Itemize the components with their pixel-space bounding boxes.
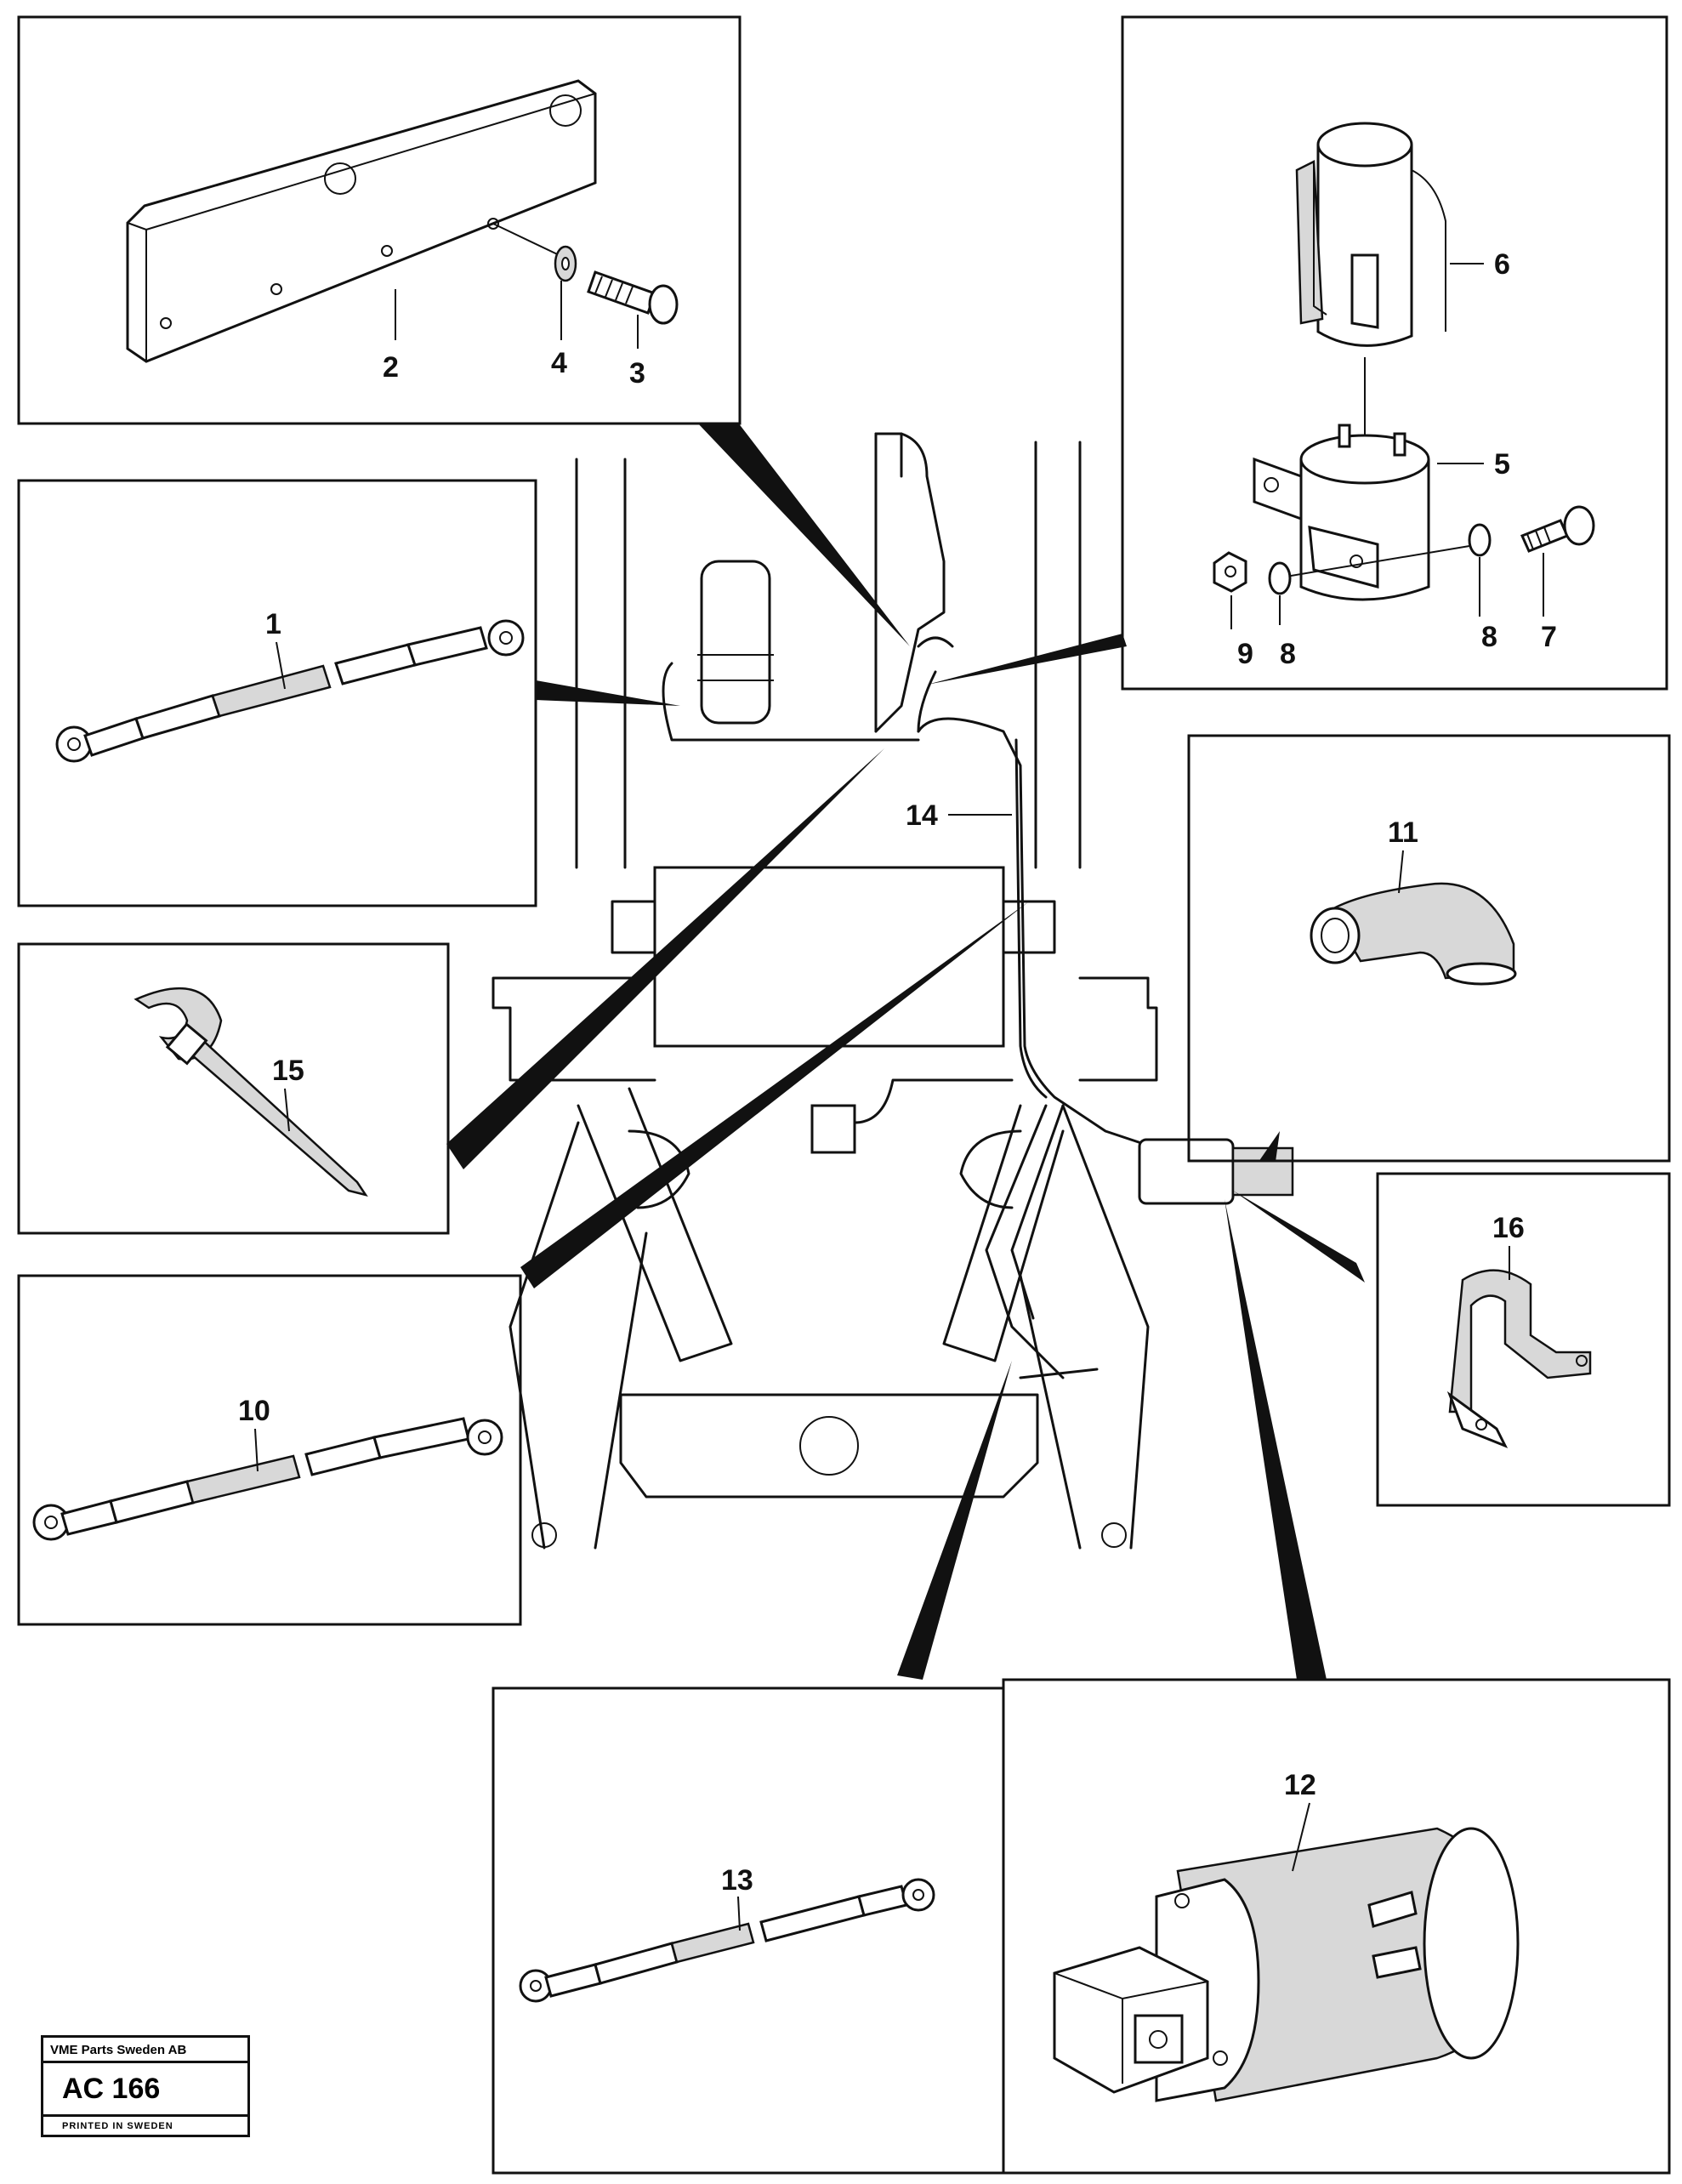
box-cable-1: 1 bbox=[17, 479, 537, 907]
leader-wedge-box15 bbox=[446, 748, 884, 1169]
callout-4: 4 bbox=[551, 347, 567, 379]
box-cable-13: 13 bbox=[492, 1686, 1005, 2175]
relay-icon bbox=[1253, 424, 1430, 601]
washer-icon bbox=[1468, 523, 1492, 557]
box-clamp: 16 bbox=[1376, 1172, 1671, 1507]
leader-wedge-box16 bbox=[1233, 1191, 1365, 1283]
hose-clamp-icon bbox=[1446, 1269, 1592, 1448]
drawing-stamp: VME Parts Sweden AB AC 166 PRINTED IN SW… bbox=[41, 2035, 250, 2137]
callout-1: 1 bbox=[265, 608, 281, 640]
leader-wedge-box12 bbox=[1225, 1199, 1327, 1680]
leader-wedge-box10 bbox=[520, 901, 1029, 1288]
callout-16: 16 bbox=[1492, 1212, 1525, 1244]
box-cable-tie: 15 bbox=[17, 942, 450, 1235]
callout-7: 7 bbox=[1541, 621, 1557, 653]
cable-icon bbox=[32, 1417, 503, 1541]
callout-13: 13 bbox=[721, 1864, 753, 1897]
box-cable-10: 10 bbox=[17, 1274, 522, 1626]
solenoid-icon bbox=[1053, 1827, 1520, 2102]
stamp-company: VME Parts Sweden AB bbox=[43, 2038, 247, 2063]
leader-wedge-box1 bbox=[536, 680, 680, 706]
washer-icon bbox=[1268, 561, 1292, 595]
leader-wedge-box2 bbox=[697, 423, 910, 646]
washer-icon bbox=[554, 245, 577, 282]
callout-5: 5 bbox=[1494, 448, 1510, 481]
relay-cover-icon bbox=[1295, 122, 1446, 347]
callout-11: 11 bbox=[1388, 816, 1418, 849]
callout-6: 6 bbox=[1494, 248, 1510, 281]
box-solenoid: 12 bbox=[1002, 1678, 1671, 2175]
mounting-plate-icon bbox=[126, 79, 597, 363]
stamp-drawing-code: AC 166 bbox=[62, 2073, 161, 2105]
callout-8b: 8 bbox=[1481, 621, 1497, 653]
box-relay: 6 5 9 8 8 7 bbox=[1121, 15, 1668, 691]
machine-frame bbox=[492, 432, 1294, 1550]
callout-12: 12 bbox=[1284, 1769, 1316, 1801]
rubber-elbow-icon bbox=[1310, 882, 1517, 986]
callout-2: 2 bbox=[383, 351, 399, 384]
cable-tie-icon bbox=[134, 987, 368, 1197]
box-plate: 2 4 3 bbox=[17, 15, 742, 425]
stamp-printed: PRINTED IN SWEDEN bbox=[43, 2114, 247, 2135]
nut-icon bbox=[1213, 551, 1247, 593]
cable-icon bbox=[55, 619, 525, 763]
callout-14: 14 bbox=[906, 799, 938, 832]
screw-icon bbox=[587, 270, 679, 325]
leader-wedge-box11 bbox=[1259, 1131, 1280, 1162]
callout-8a: 8 bbox=[1280, 638, 1296, 670]
callout-15: 15 bbox=[272, 1055, 304, 1087]
screw-icon bbox=[1520, 505, 1595, 553]
box-elbow: 11 bbox=[1187, 734, 1671, 1163]
callout-3: 3 bbox=[629, 357, 645, 390]
leader-wedge-box13 bbox=[897, 1361, 1012, 1680]
cable-icon bbox=[519, 1878, 935, 2003]
leader-wedges bbox=[446, 423, 1365, 1680]
callout-9: 9 bbox=[1237, 638, 1253, 670]
callout-10: 10 bbox=[238, 1395, 270, 1427]
leader-wedge-box5 bbox=[927, 634, 1127, 685]
